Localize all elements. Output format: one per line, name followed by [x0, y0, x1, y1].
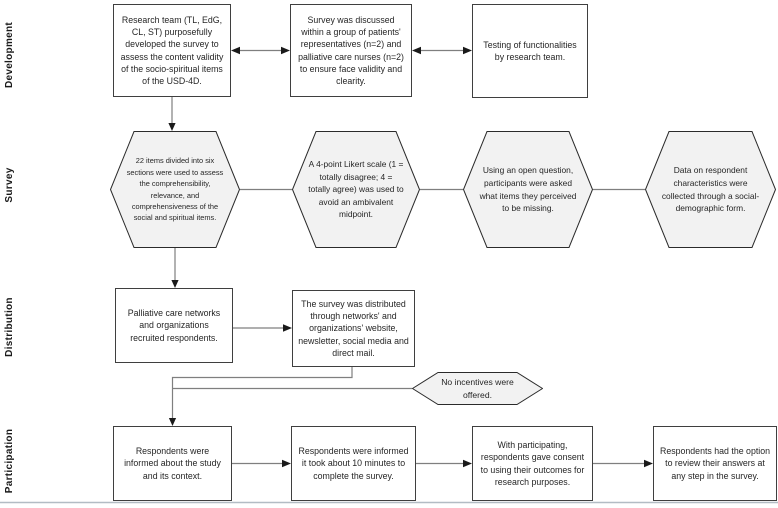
node-distribution-2: The survey was distributed through netwo… — [292, 290, 415, 367]
arrow-development1-to-survey1 — [168, 97, 176, 131]
node-no-incentives: No incentives were offered. — [412, 372, 543, 405]
arrow-survey1-to-distribution1 — [171, 248, 179, 288]
node-development-1: Research team (TL, EdG, CL, ST) purposef… — [113, 4, 231, 97]
node-participation-4: Respondents had the option to review the… — [653, 426, 777, 501]
phase-label-participation: Participation — [4, 428, 15, 494]
node-participation-1: Respondents were informed about the stud… — [113, 426, 232, 501]
path-distribution2-to-participation1 — [168, 367, 353, 426]
node-survey-3: Using an open question, participants wer… — [463, 131, 593, 248]
hexagon-shape — [110, 131, 240, 248]
node-development-3: Testing of functionalities by research t… — [472, 4, 588, 98]
phase-label-distribution: Distribution — [4, 297, 15, 357]
hexagon-shape — [412, 372, 543, 405]
hexagon-shape — [463, 131, 593, 248]
node-development-2: Survey was discussed within a group of p… — [290, 4, 412, 97]
hexagon-shape — [645, 131, 776, 248]
arrow-development-2-3 — [412, 46, 472, 55]
arrow-development-1-2 — [231, 46, 290, 55]
node-distribution-2-text: The survey was distributed through netwo… — [298, 299, 409, 358]
node-development-2-text: Survey was discussed within a group of p… — [298, 15, 404, 86]
node-survey-1: 22 items divided into six sections were … — [110, 131, 240, 248]
node-development-3-text: Testing of functionalities by research t… — [483, 39, 577, 62]
node-development-1-text: Research team (TL, EdG, CL, ST) purposef… — [120, 15, 224, 86]
node-survey-4-text: Data on respondent characteristics were … — [661, 165, 760, 214]
node-participation-3: With participating, respondents gave con… — [472, 426, 593, 501]
arrow-participation-1-2 — [232, 459, 291, 468]
node-participation-3-text: With participating, respondents gave con… — [480, 440, 585, 487]
node-survey-3-text: Using an open question, participants wer… — [479, 165, 577, 214]
arrow-participation-3-4 — [593, 459, 653, 468]
node-distribution-1-text: Palliative care networks and organizatio… — [127, 308, 221, 343]
arrow-participation-2-3 — [416, 459, 472, 468]
hexagon-shape — [292, 131, 420, 248]
phase-label-survey: Survey — [4, 167, 15, 203]
arrow-distribution-1-2 — [233, 324, 292, 332]
node-distribution-1: Palliative care networks and organizatio… — [115, 288, 233, 363]
node-survey-1-text: 22 items divided into six sections were … — [126, 156, 224, 223]
phase-label-development: Development — [4, 21, 15, 89]
node-survey-4: Data on respondent characteristics were … — [645, 131, 776, 248]
node-participation-1-text: Respondents were informed about the stud… — [124, 446, 221, 481]
node-participation-2-text: Respondents were informed it took about … — [298, 446, 409, 481]
node-participation-2: Respondents were informed it took about … — [291, 426, 416, 501]
node-survey-2: A 4-point Likert scale (1 = totally disa… — [292, 131, 420, 248]
node-no-incentives-text: No incentives were offered. — [441, 377, 514, 400]
node-participation-4-text: Respondents had the option to review the… — [659, 446, 771, 481]
node-survey-2-text: A 4-point Likert scale (1 = totally disa… — [308, 158, 404, 220]
